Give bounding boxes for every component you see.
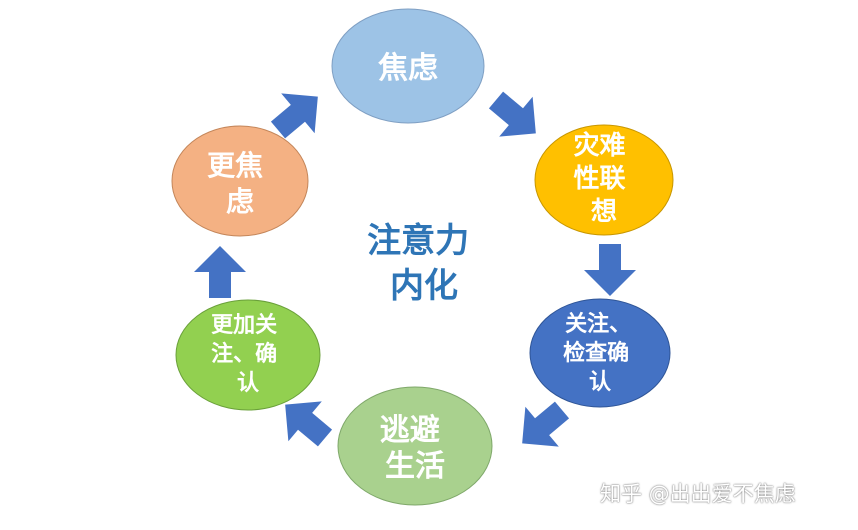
arrow-more-anxiety-to-anxiety: [270, 93, 318, 139]
node-more-anxiety: 更焦 虑: [171, 125, 309, 237]
arrow-check-to-avoid: [522, 401, 570, 447]
node-more-attention-label: 更加关 注、确 认: [211, 313, 285, 396]
node-check: 关注、 检查确 认: [529, 298, 671, 408]
watermark: 知乎 @出出爱不焦虑: [600, 482, 796, 506]
node-catastrophe-label: 灾难 性联 想: [573, 130, 634, 227]
node-more-anxiety-label: 更焦 虑: [207, 149, 273, 218]
node-anxiety-shape: [331, 8, 485, 124]
arrow-anxiety-to-catastrophe: [488, 91, 536, 137]
node-check-label: 关注、 检查确 认: [563, 311, 639, 395]
node-catastrophe-shape: [534, 124, 674, 236]
arrow-avoid-to-more-attention: [285, 401, 333, 447]
node-anxiety-label: 焦虑: [378, 51, 438, 86]
node-more-anxiety-shape: [171, 125, 309, 237]
node-more-attention: 更加关 注、确 认: [175, 299, 321, 411]
node-avoid: 逃避 生活: [337, 386, 493, 506]
node-avoid-label: 逃避 生活: [380, 413, 450, 484]
cycle-arrows: [194, 91, 636, 447]
node-anxiety: 焦虑: [331, 8, 485, 124]
node-catastrophe: 灾难 性联 想: [534, 124, 674, 236]
node-avoid-shape: [337, 386, 493, 506]
node-check-shape: [529, 298, 671, 408]
arrow-more-attention-to-more-anxiety: [194, 246, 246, 298]
node-more-attention-shape: [175, 299, 321, 411]
arrow-catastrophe-to-check: [584, 244, 636, 296]
center-label: 注意力 内化: [367, 221, 481, 306]
